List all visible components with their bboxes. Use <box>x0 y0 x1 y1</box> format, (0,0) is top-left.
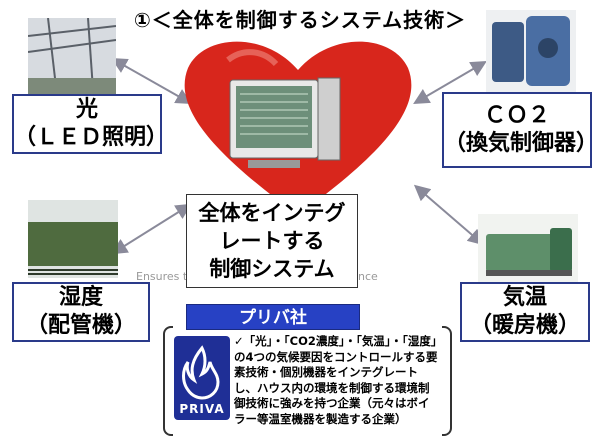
arrow-co2 <box>413 60 487 105</box>
led-greenhouse-photo <box>28 18 116 104</box>
integration-line-1: 全体をインテグ <box>198 201 346 225</box>
co2-box: ＣＯ２ （換気制御器） <box>442 92 599 168</box>
right-bracket <box>442 326 452 436</box>
pipe-greenhouse-photo <box>28 200 118 278</box>
priva-description: ✓「光」・「CO2濃度」・「気温」・「湿度」の4つの気候要因をコントロールする要… <box>234 334 438 426</box>
heater-machine-photo <box>478 214 578 284</box>
light-box-sublabel: （ＬＥＤ照明） <box>14 125 169 150</box>
light-box: 光 （ＬＥＤ照明） <box>12 94 169 154</box>
arrow-temperature <box>413 184 485 246</box>
light-box-label: 光 <box>75 97 98 122</box>
priva-company-banner: プリバ社 <box>186 304 360 330</box>
humidity-box-sublabel: （配管機） <box>25 313 136 338</box>
humidity-box-label: 湿度 <box>58 285 103 310</box>
humidity-box: 湿度 （配管機） <box>12 282 150 342</box>
diagram-title: ①＜全体を制御するシステム技術＞ <box>133 8 467 32</box>
priva-logo-text: PRIVA <box>179 402 225 416</box>
arrow-humidity <box>111 203 192 255</box>
co2-boiler-photo <box>486 10 576 92</box>
faint-caption-right: nce <box>358 270 378 283</box>
integration-line-3: 制御システム <box>209 257 335 281</box>
heart-graphic <box>184 41 412 215</box>
arrow-light <box>111 58 192 104</box>
computer-monitor-icon <box>229 77 341 168</box>
co2-box-sublabel: （換気制御器） <box>444 131 599 156</box>
left-bracket <box>163 326 173 436</box>
priva-flame-icon <box>182 345 220 400</box>
temperature-box-sublabel: （暖房機） <box>469 313 580 338</box>
priva-logo: PRIVA <box>174 336 230 420</box>
temperature-box-label: 気温 <box>502 285 547 310</box>
temperature-box: 気温 （暖房機） <box>460 282 590 342</box>
co2-box-label: ＣＯ２ <box>483 103 550 128</box>
integration-box: 全体をインテグ レートする 制御システム <box>186 194 358 288</box>
integration-line-2: レートする <box>219 229 325 253</box>
faint-caption-left: Ensures t <box>136 270 188 283</box>
